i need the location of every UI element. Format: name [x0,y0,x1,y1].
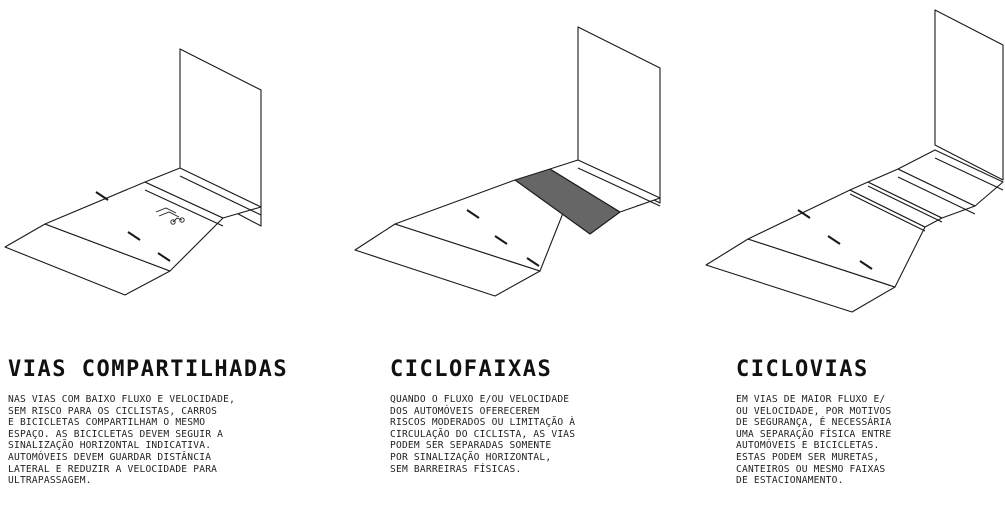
description-line: NAS VIAS COM BAIXO FLUXO E VELOCIDADE, [8,394,236,405]
wall [934,9,1004,181]
description-line: AUTOMÓVEIS E BICICLETAS. [736,440,880,452]
panel-description: NAS VIAS COM BAIXO FLUXO E VELOCIDADE, S… [8,394,235,487]
lane-dash [95,191,109,201]
description-line: AUTOMÓVEIS DEVEM GUARDAR DISTÂNCIA [8,451,212,463]
description-line: PODEM SER SEPARADAS SOMENTE [390,440,552,452]
lane-dash [127,231,141,241]
description-line: LATERAL E REDUZIR A VELOCIDADE PARA [8,463,218,475]
sidewalk-edge [897,176,976,215]
description-line: POR SINALIZAÇÃO HORIZONTAL, [390,451,552,463]
panel-ciclofaixas: CICLOFAIXAS QUANDO O FLUXO E/OU VELOCIDA… [335,0,670,515]
shared-road-illustration [4,48,262,296]
bike-lane-illustration [354,26,661,297]
description-line: OU VELOCIDADE, POR MOTIVOS [736,405,892,417]
description-line: SEM RISCO PARA OS CICLISTAS, CARROS [8,405,218,417]
description-line: SEM BARREIRAS FÍSICAS. [390,463,522,475]
panel-title: CICLOFAIXAS [390,357,553,382]
description-line: CANTEIROS OU MESMO FAIXAS [736,463,886,475]
description-line: DE ESTACIONAMENTO. [736,475,844,487]
panel-description: EM VIAS DE MAIOR FLUXO E/ OU VELOCIDADE,… [736,394,891,487]
panel-vias-compartilhadas: VIAS COMPARTILHADAS NAS VIAS COM BAIXO F… [0,0,335,515]
cycle-track-illustration [705,9,1004,313]
panel-title: VIAS COMPARTILHADAS [8,357,289,382]
lane-dash [827,235,841,245]
description-line: DE SEGURANÇA, É NECESSÁRIA [736,417,892,429]
description-line: QUANDO O FLUXO E/OU VELOCIDADE [390,394,570,405]
separator-top [849,193,926,232]
description-line: CIRCULAÇÃO DO CICLISTA, AS VIAS [390,428,576,440]
description-line: E BICICLETAS COMPARTILHAM O MESMO [8,417,206,429]
sidewalk [549,159,661,213]
panel-title: CICLOVIAS [736,357,869,382]
lane-dash [526,257,540,267]
lane-dash [797,209,811,219]
sidewalk-edge [934,157,1004,191]
lane-dash [494,235,508,245]
description-line: ULTRAPASSAGEM. [8,475,92,487]
description-line: ESPAÇO. AS BICICLETAS DEVEM SEGUIR A [8,428,224,440]
panel-description: QUANDO O FLUXO E/OU VELOCIDADE DOS AUTOM… [390,394,575,475]
separator-top [867,185,943,223]
description-line: EM VIAS DE MAIOR FLUXO E/ [736,394,886,405]
sidewalk [144,167,262,219]
description-line: UMA SEPARAÇÃO FÍSICA ENTRE [736,428,892,440]
lane-dash [157,252,171,262]
lane-dash [859,260,873,270]
wall [577,26,661,204]
description-line: SINALIZAÇÃO HORIZONTAL INDICATIVA. [8,440,212,452]
sidewalk [897,149,1004,207]
lane-dash [466,209,480,219]
curb-step [144,189,224,227]
description-line: ESTAS PODEM SER MURETAS, [736,451,880,463]
sidewalk-edge [577,167,661,207]
description-line: RISCOS MODERADOS OU LIMITAÇÃO À [390,417,576,429]
sidewalk-edge [179,175,262,216]
description-line: DOS AUTOMÓVEIS OFERECEREM [390,405,540,417]
sharrow-icon [155,207,185,225]
panel-ciclovias: CICLOVIAS EM VIAS DE MAIOR FLUXO E/ OU V… [670,0,1005,515]
